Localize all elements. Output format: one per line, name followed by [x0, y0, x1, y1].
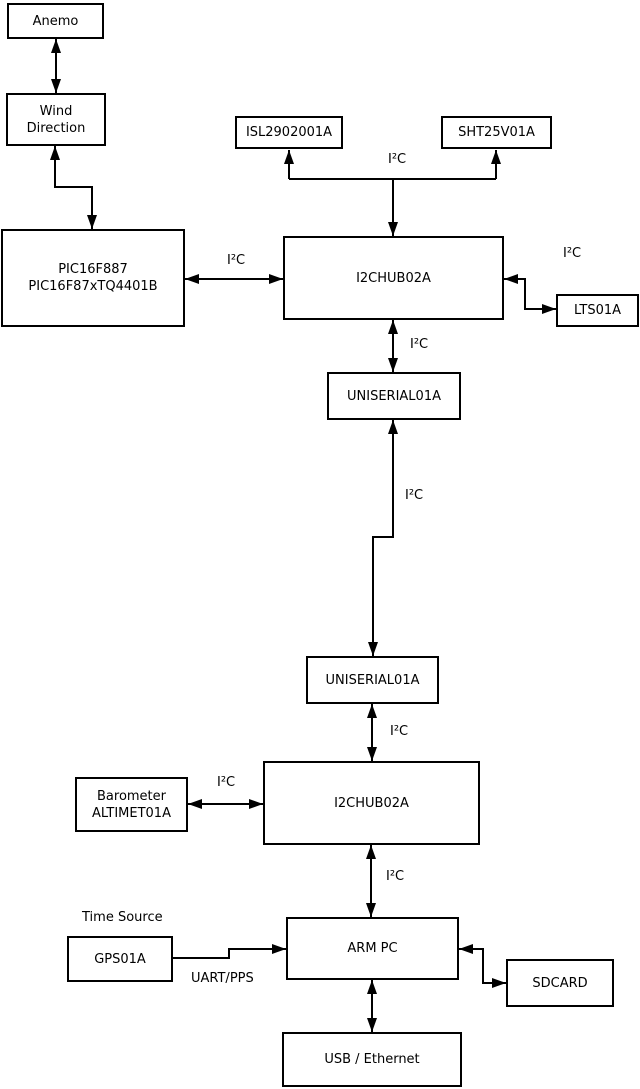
node-uniserial01a-top: UNISERIAL01A [327, 372, 461, 420]
node-sht25v01a: SHT25V01A [441, 116, 552, 149]
node-anemo-label: Anemo [32, 13, 79, 29]
connector-uniserial-link [368, 420, 398, 656]
edge-label-i2c-bus-top: I²C [388, 152, 407, 167]
edge-label-i2c-hub-armpc: I²C [386, 869, 405, 884]
node-barometer-line2: ALTIMET01A [92, 805, 171, 821]
node-lts01a: LTS01A [556, 294, 639, 327]
node-i2chub02a-bottom: I2CHUB02A [263, 761, 480, 845]
node-pic16f887-line1: PIC16F887 [58, 262, 128, 277]
node-isl2902001a: ISL2902001A [235, 116, 343, 149]
node-gps01a-label: GPS01A [94, 951, 146, 967]
node-wind-direction-line2: Direction [26, 120, 86, 136]
node-pic16f887-line2: PIC16F87xTQ4401B [28, 279, 158, 294]
node-gps01a: GPS01A [67, 936, 173, 982]
node-sdcard-label: SDCARD [532, 975, 588, 991]
node-lts01a-label: LTS01A [573, 303, 622, 318]
edge-label-i2c-barometer: I²C [217, 775, 236, 790]
edge-label-uart-pps: UART/PPS [191, 971, 254, 986]
node-wind-direction: Wind Direction [6, 93, 106, 146]
edge-label-i2c-hub-uniserial: I²C [410, 337, 429, 352]
edge-label-i2c-hub-lts: I²C [563, 246, 582, 261]
node-barometer-altimet01a: Barometer ALTIMET01A [75, 777, 188, 832]
node-arm-pc-label: ARM PC [347, 941, 398, 956]
node-pic16f887: PIC16F887 PIC16F87xTQ4401B [1, 229, 185, 327]
node-sdcard: SDCARD [506, 959, 614, 1007]
node-uniserial01a-top-label: UNISERIAL01A [347, 388, 441, 404]
connector-hub-lts [504, 274, 556, 314]
node-i2chub02a-top: I2CHUB02A [283, 236, 504, 320]
node-anemo: Anemo [7, 3, 104, 39]
node-i2chub02a-bottom-label: I2CHUB02A [334, 795, 409, 811]
node-sht25v01a-label: SHT25V01A [458, 125, 535, 140]
node-isl2902001a-label: ISL2902001A [245, 125, 333, 140]
connector-wind-pic [50, 146, 97, 229]
node-uniserial01a-bottom: UNISERIAL01A [306, 656, 439, 704]
node-usb-ethernet-label: USB / Ethernet [324, 1052, 420, 1067]
node-barometer-line1: Barometer [97, 788, 166, 804]
node-uniserial01a-bottom-label: UNISERIAL01A [325, 672, 420, 688]
connector-gps-armpc [173, 944, 286, 959]
node-i2chub02a-top-label: I2CHUB02A [356, 270, 431, 286]
node-arm-pc: ARM PC [286, 917, 459, 980]
node-usb-ethernet: USB / Ethernet [282, 1032, 462, 1087]
edge-label-i2c-uniserial-hub: I²C [390, 724, 409, 739]
edge-label-time-source: Time Source [82, 910, 163, 925]
edge-label-i2c-long-link: I²C [405, 488, 424, 503]
edge-label-i2c-pic-hub: I²C [227, 253, 246, 268]
connector-armpc-sdcard [459, 944, 506, 988]
node-wind-direction-line1: Wind [39, 103, 73, 119]
